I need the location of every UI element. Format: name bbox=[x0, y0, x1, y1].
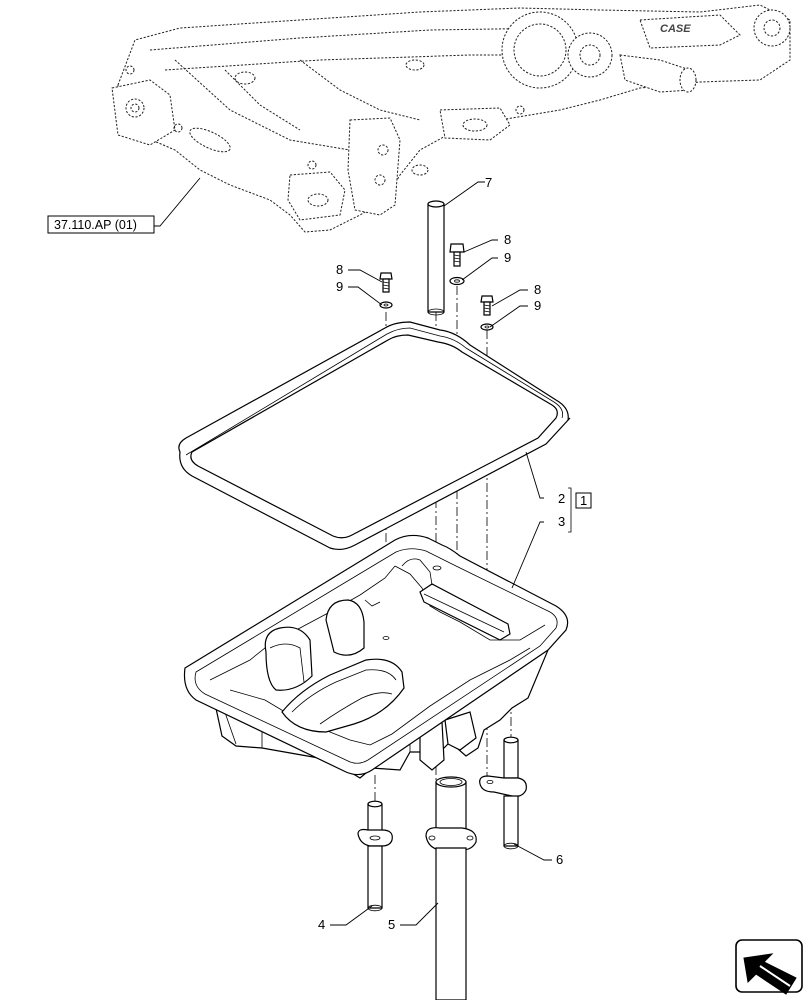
callout-7: 7 bbox=[485, 175, 492, 190]
callout-3: 3 bbox=[558, 514, 565, 529]
pipe-part-7[interactable] bbox=[427, 200, 445, 316]
bolt-part-8-left[interactable] bbox=[379, 272, 393, 293]
washer-part-9-left[interactable] bbox=[379, 301, 393, 309]
callout-4: 4 bbox=[318, 917, 325, 932]
callout-1-box[interactable]: 1 bbox=[575, 492, 592, 509]
callout-8-left: 8 bbox=[336, 262, 343, 277]
bolt-part-8-center[interactable] bbox=[449, 243, 465, 267]
arrow-icon[interactable] bbox=[735, 939, 803, 995]
callout-leaders bbox=[330, 181, 572, 926]
transmission-housing-ghost bbox=[111, 4, 791, 233]
callout-8-center: 8 bbox=[504, 232, 511, 247]
callout-9-center: 9 bbox=[504, 250, 511, 265]
brand-mark: CASE bbox=[660, 23, 691, 35]
callout-1: 1 bbox=[580, 493, 587, 508]
callout-2: 2 bbox=[558, 491, 565, 506]
reference-label: 37.110.AP (01) bbox=[54, 218, 137, 232]
oil-pan-part-3[interactable] bbox=[183, 534, 569, 779]
gasket-part-2[interactable] bbox=[178, 321, 571, 551]
pipe-part-4[interactable] bbox=[357, 800, 393, 912]
pipe-part-5[interactable] bbox=[425, 776, 477, 1000]
callout-8-right: 8 bbox=[534, 282, 541, 297]
washer-part-9-right[interactable] bbox=[480, 323, 494, 331]
callout-5: 5 bbox=[388, 917, 395, 932]
washer-part-9-center[interactable] bbox=[449, 276, 465, 286]
callout-6: 6 bbox=[556, 852, 563, 867]
callout-9-right: 9 bbox=[534, 298, 541, 313]
callout-9-left: 9 bbox=[336, 279, 343, 294]
pipe-part-6[interactable] bbox=[479, 736, 527, 850]
bolt-part-8-right[interactable] bbox=[480, 295, 494, 316]
callout-labels: 7 8 9 8 9 8 9 2 3 1 6 4 5 bbox=[318, 175, 592, 932]
reference-box[interactable]: 37.110.AP (01) bbox=[47, 177, 201, 234]
